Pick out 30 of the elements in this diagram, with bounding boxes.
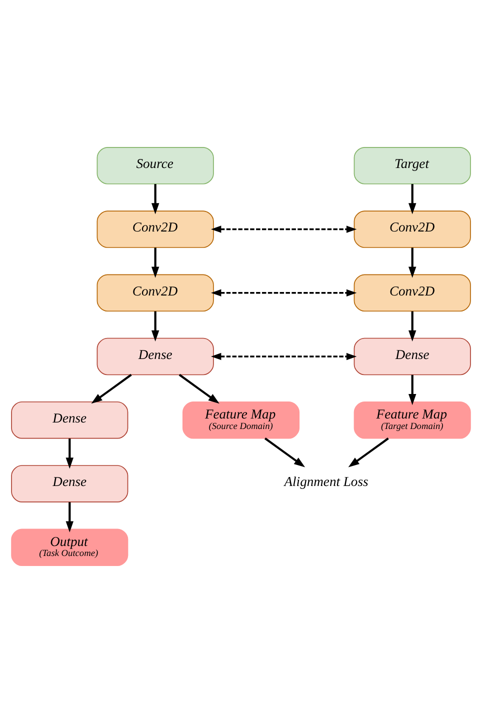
arrow <box>151 184 160 214</box>
node-box: Source <box>96 146 214 184</box>
arrow <box>408 374 416 406</box>
arrow <box>178 374 220 404</box>
arrow <box>408 184 416 214</box>
node-box: Feature Map (Target Domain) <box>354 401 471 439</box>
arrow <box>151 311 160 342</box>
arrow <box>348 438 389 468</box>
arrow <box>151 248 160 278</box>
node-box: Dense <box>96 338 214 376</box>
arrow <box>408 311 416 342</box>
node-box: Target <box>354 146 471 184</box>
arrow <box>408 248 416 278</box>
arrow <box>210 352 357 360</box>
node-box: Dense <box>11 401 128 439</box>
arrow <box>264 438 306 468</box>
arrow <box>210 289 357 296</box>
arrow <box>66 438 74 469</box>
node-box: Output (Task Outcome) <box>11 528 128 566</box>
node-box: Dense <box>11 465 128 502</box>
node-box: Conv2D <box>354 210 471 248</box>
node-box: Conv2D <box>354 274 471 312</box>
node-box: Dense <box>354 338 471 376</box>
node-box: Conv2D <box>96 274 214 312</box>
arrow <box>66 502 74 532</box>
node-box: Feature Map (Source Domain) <box>182 401 300 439</box>
arrow <box>91 374 132 404</box>
arrow <box>210 226 357 233</box>
node-box: Conv2D <box>96 210 214 248</box>
node-text: Alignment Loss <box>284 474 368 490</box>
